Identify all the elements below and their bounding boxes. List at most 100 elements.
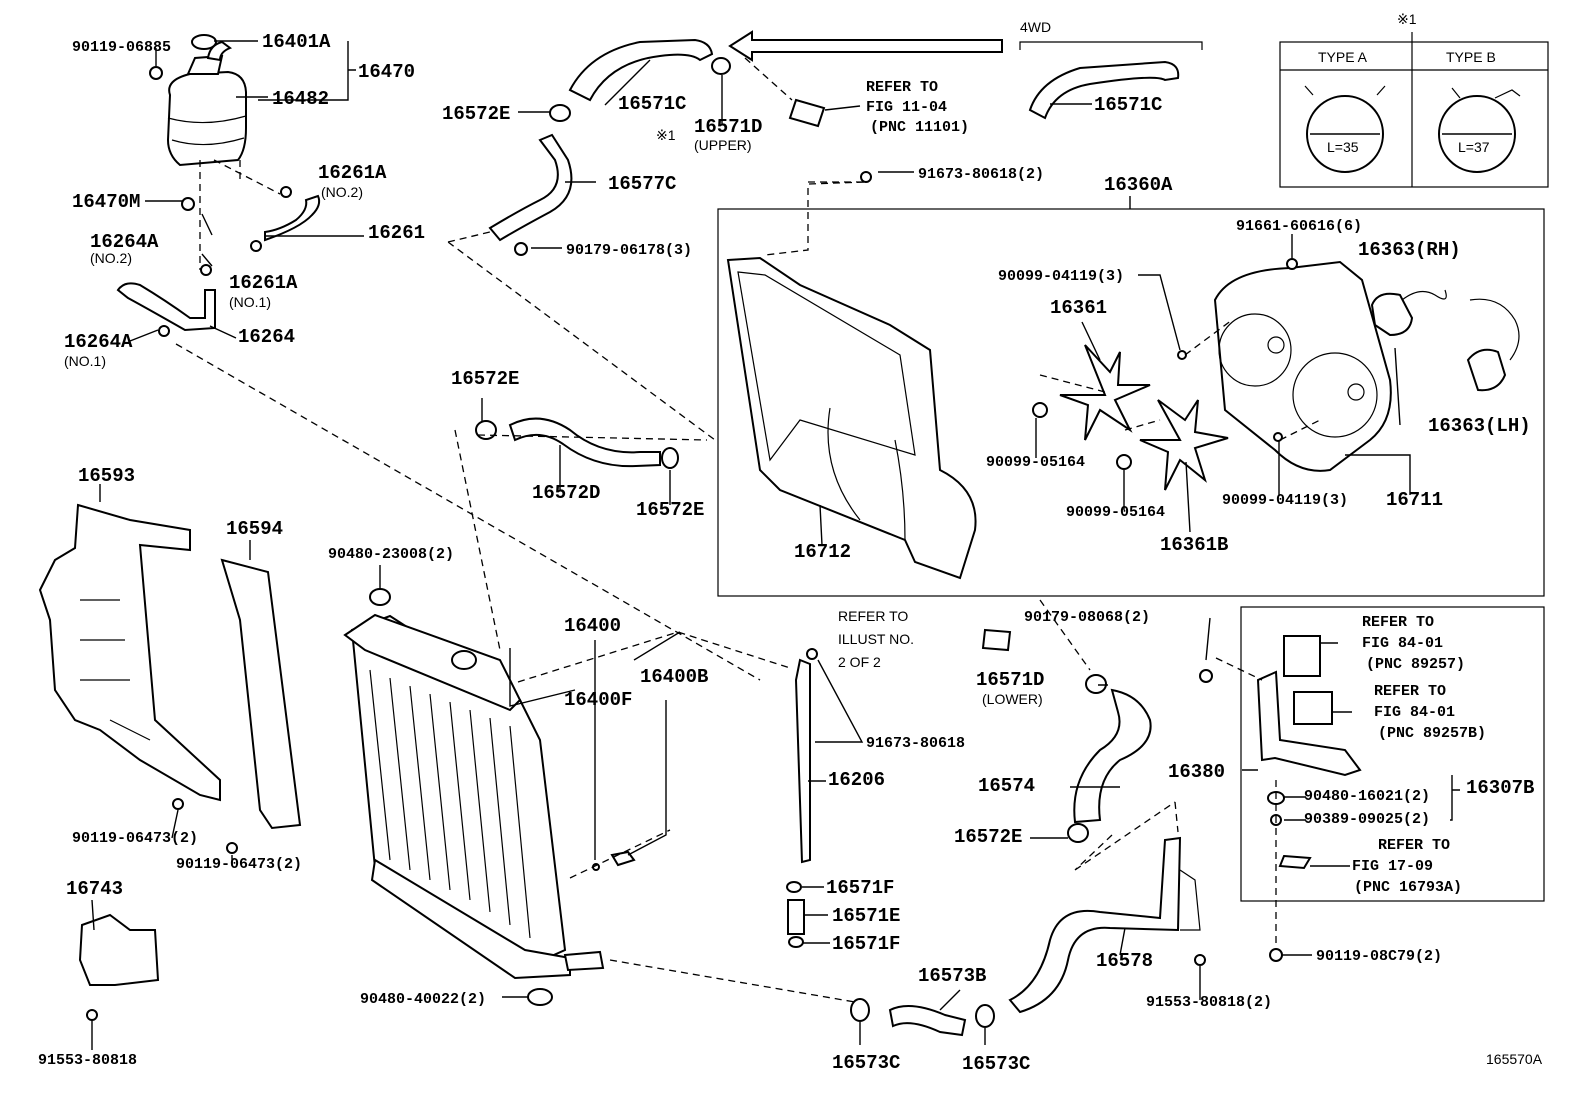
fan-shroud-assembly-frame (717, 208, 1545, 597)
part-callout-c09: 16264A (90, 231, 159, 253)
part-callout-c87: 90480-40022(2) (360, 991, 486, 1008)
radiator-fins (369, 669, 531, 939)
relay-89257b (1293, 691, 1333, 725)
part-callout-c49: 16593 (78, 465, 135, 487)
4wd-bracket (1019, 41, 1203, 50)
part-callout-c42: 16711 (1386, 489, 1443, 511)
clip-16261a-no1 (250, 240, 262, 252)
clip-type-frame (1279, 41, 1549, 188)
part-callout-c59: 16571D (976, 669, 1044, 691)
part-callout-c86: 16573B (918, 965, 986, 987)
part-callout-c56: ILLUST NO. (838, 631, 914, 647)
nut-90099-05164-a (1032, 402, 1048, 418)
fan-frame-ring-left (1218, 313, 1292, 387)
part-callout-c46: 16572E (451, 368, 519, 390)
part-callout-c54: 16400F (564, 689, 632, 711)
label-16793a (1278, 854, 1312, 870)
part-callout-c04: 16482 (272, 88, 329, 110)
bolt-90119-08c79 (1269, 948, 1283, 962)
part-callout-c62: 16206 (828, 769, 885, 791)
part-callout-c35: 91661-60616(6) (1236, 218, 1362, 235)
shroud-panel-16593-detail (80, 599, 151, 741)
part-callout-c52: 16400 (564, 615, 621, 637)
part-callout-c13: 16264 (238, 326, 295, 348)
part-callout-c29: TYPE A (1318, 49, 1368, 65)
clip-type-group (1304, 85, 1521, 173)
fan-shroud-group (726, 171, 1520, 580)
screw-90119-06885 (149, 66, 163, 80)
clip-type-b-tabs (1451, 87, 1521, 99)
part-callout-c38: 16361 (1050, 297, 1107, 319)
part-callout-c15: (NO.1) (64, 353, 106, 369)
part-callout-c74: REFER TO (1378, 837, 1450, 854)
part-callout-c03: 16470 (358, 61, 415, 83)
part-callout-c88: 91553-80818(2) (1146, 994, 1272, 1011)
part-callout-c64: 16380 (1168, 761, 1225, 783)
part-callout-c69: FIG 84-01 (1374, 704, 1455, 721)
part-callout-c32: L=37 (1458, 139, 1490, 155)
part-callout-c27: 16571C (1094, 94, 1162, 116)
clamp-16571d-upper (711, 57, 731, 75)
hose-16574 (1073, 688, 1152, 824)
part-callout-c91: 16573C (962, 1053, 1030, 1075)
relay-89257 (1283, 635, 1321, 677)
part-callout-c73: 90389-09025(2) (1304, 811, 1430, 828)
part-callout-c89: 91553-80818 (38, 1052, 137, 1069)
part-callout-c53: 16400B (640, 666, 708, 688)
bolt-90179-06178 (514, 242, 528, 256)
bracket-16380 (1256, 670, 1362, 777)
screw-16743 (86, 1009, 98, 1021)
part-callout-c19: ※1 (656, 127, 676, 143)
motor-16363-rh-wire (1401, 289, 1447, 301)
part-callout-c78: 16572E (954, 826, 1022, 848)
part-callout-c84: 90119-08C79(2) (1316, 948, 1442, 965)
motor-16363-lh (1466, 348, 1507, 392)
motor-16363-lh-wire (1469, 298, 1520, 361)
grommet-16470m (181, 197, 195, 211)
part-callout-c82: 16571E (832, 905, 900, 927)
part-callout-c90: 16573C (832, 1052, 900, 1074)
shroud-panel-16594 (220, 558, 302, 830)
clip-16571f-top (786, 881, 802, 893)
part-callout-c65: REFER TO (1362, 614, 1434, 631)
part-callout-c16: 16572E (442, 103, 510, 125)
part-callout-c60: (LOWER) (982, 691, 1043, 707)
clip-16261a-no2 (280, 186, 292, 198)
clamp-16572e-top (549, 104, 571, 122)
part-callout-c66: FIG 84-01 (1362, 635, 1443, 652)
clip-16264a-no1 (158, 325, 170, 337)
fan-frame-16711 (1213, 260, 1392, 472)
bolt-90099-04119-a (1177, 350, 1187, 360)
pipe-16578-bracket (1179, 869, 1201, 931)
bolt-91673-80618 (860, 171, 872, 183)
clamp-16571d-lower (1085, 674, 1107, 694)
part-callout-c11: 16261A (229, 272, 298, 294)
part-callout-c67: (PNC 89257) (1366, 656, 1465, 673)
pipe-16206 (794, 658, 811, 864)
clip-type-a-tabs (1304, 85, 1386, 96)
part-callout-c05: 16261A (318, 162, 387, 184)
fan-frame-hub-right (1347, 383, 1365, 401)
part-callout-c34: 16360A (1104, 174, 1173, 196)
part-callout-c58: 90179-08068(2) (1024, 609, 1150, 626)
radiator-outlet (563, 950, 605, 972)
part-callout-c79: 90119-06473(2) (176, 856, 302, 873)
part-callout-c40: 90099-05164 (986, 454, 1085, 471)
screw-16594-a (226, 842, 238, 854)
part-callout-c23: (PNC 11101) (870, 119, 969, 136)
part-callout-c28: ※1 (1397, 11, 1417, 27)
shroud-16712 (726, 256, 977, 580)
reservoir-band (167, 115, 247, 146)
bolt-91661-60616 (1286, 258, 1298, 270)
part-callout-c50: 16594 (226, 518, 283, 540)
part-callout-c81: 16743 (66, 878, 123, 900)
bracket-assembly-frame (1240, 606, 1545, 902)
reservoir-group (116, 34, 321, 337)
part-callout-c55: REFER TO (838, 608, 908, 624)
radiator-group (343, 588, 636, 1006)
radiator-inlet (451, 650, 477, 670)
screw-16593-a (172, 798, 184, 810)
part-callout-c07: 16470M (72, 191, 140, 213)
bolt-91673-80618-single (806, 648, 818, 660)
